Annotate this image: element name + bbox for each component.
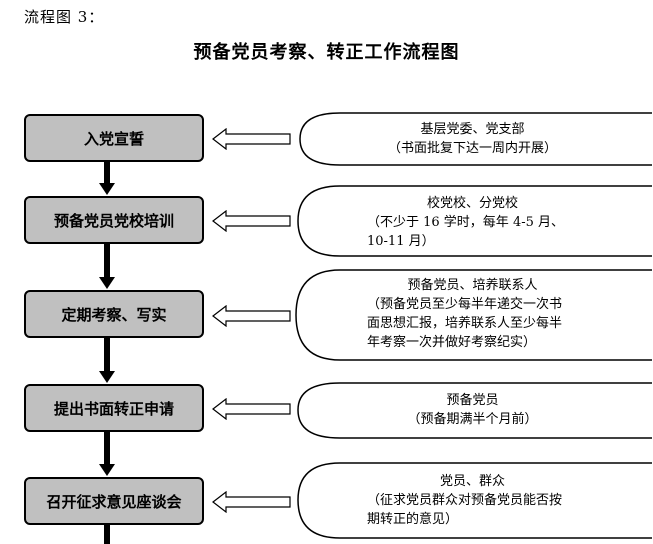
note-4-line-1: 预备党员 [446,393,499,408]
down-arrow-shaft-5 [104,525,110,544]
note-bubble-1 [299,112,652,166]
down-arrow-shaft-4 [104,432,110,464]
note-bubble-2 [297,185,652,257]
left-arrow-4 [212,398,291,420]
note-3: 预备党员、培养联系人 （预备党员至少每半年递交一次书 面思想汇报，培养联系人至少… [355,276,590,352]
step-box-3: 定期考察、写实 [24,290,204,338]
step-box-2: 预备党员党校培训 [24,196,204,244]
note-2: 校党校、分党校 （不少于 16 学时，每年 4-5 月、 10-11 月） [355,194,590,251]
left-arrow-2 [212,210,291,232]
note-bubble-5 [297,462,652,539]
left-arrow-5 [212,491,291,513]
note-3-line-3: 面思想汇报，培养联系人至少每半 [367,316,563,331]
down-arrow-head-4 [99,464,115,476]
note-5-line-1: 党员、群众 [439,474,505,489]
down-arrow-shaft-2 [104,244,110,277]
note-bubble-3 [295,269,652,361]
down-arrow-head-2 [99,277,115,289]
left-arrow-1 [212,128,291,150]
note-2-line-3: 10-11 月） [367,234,435,249]
note-5: 党员、群众 （征求党员群众对预备党员能否按 期转正的意见） [355,472,590,529]
step-box-5: 召开征求意见座谈会 [24,477,204,525]
figure-caption: 流程图 3： [24,8,105,26]
down-arrow-head-3 [99,371,115,383]
note-5-line-2: （征求党员群众对预备党员能否按 [367,493,563,508]
note-1-line-2: （书面批复下达一周内开展） [387,141,557,156]
note-2-line-2: （不少于 16 学时，每年 4-5 月、 [367,215,565,230]
down-arrow-head-1 [99,183,115,195]
note-3-line-1: 预备党员、培养联系人 [407,278,538,293]
down-arrow-shaft-3 [104,338,110,371]
step-box-4: 提出书面转正申请 [24,384,204,432]
note-bubble-4 [297,382,652,439]
note-2-line-1: 校党校、分党校 [426,196,518,211]
note-5-line-3: 期转正的意见） [367,512,459,527]
diagram-title: 预备党员考察、转正工作流程图 [193,42,460,63]
left-arrow-3 [212,305,291,327]
step-box-1: 入党宣誓 [24,114,204,162]
note-1: 基层党委、党支部 （书面批复下达一周内开展） [355,120,590,158]
down-arrow-shaft-1 [104,162,110,184]
note-3-line-4: 年考察一次并做好考察纪实） [367,335,537,350]
note-1-line-1: 基层党委、党支部 [420,122,525,137]
note-4: 预备党员 （预备期满半个月前） [355,391,590,429]
note-3-line-2: （预备党员至少每半年递交一次书 [367,297,563,312]
note-4-line-2: （预备期满半个月前） [407,412,538,427]
